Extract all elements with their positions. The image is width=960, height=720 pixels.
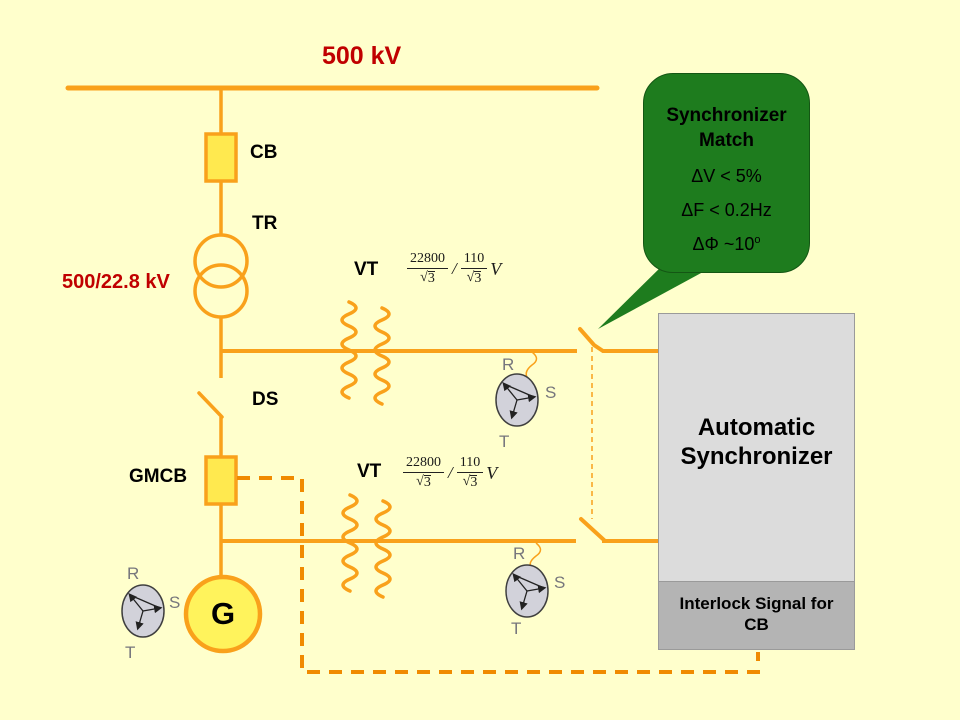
vt-lower-primary-coil — [341, 493, 359, 593]
primary-denominator: √3 — [416, 473, 431, 490]
callout-tail — [598, 262, 714, 329]
sync-switch-upper — [578, 327, 660, 353]
vt-lower-secondary-coil — [374, 499, 392, 599]
voltage-unit: V — [486, 462, 498, 483]
phase-r-label: R — [127, 564, 140, 583]
generator-label: G — [210, 596, 236, 631]
tr-label: TR — [252, 213, 278, 234]
vt-lower-label: VT — [357, 461, 382, 482]
phasor-tap-lower — [529, 542, 542, 569]
vt-upper-ratio-formula: 22800 √3 / 110 √3 V — [407, 252, 501, 286]
phase-r-label: R — [502, 355, 515, 374]
secondary-denominator: √3 — [463, 473, 478, 490]
synchronizer-title-line1: Automatic — [697, 414, 816, 441]
vt-upper-primary-coil — [340, 300, 358, 400]
ratio-slash: / — [448, 463, 453, 482]
primary-denominator: √3 — [420, 269, 435, 286]
phase-s-label: S — [169, 593, 181, 612]
interlock-line2: CB — [744, 615, 769, 634]
phase-t-label: T — [511, 619, 522, 638]
delta-phi-condition: ΔΦ ~10o — [644, 234, 809, 255]
primary-fraction: 22800 √3 — [403, 456, 444, 490]
gmcb-symbol — [204, 455, 238, 506]
phase-s-label: S — [554, 573, 566, 592]
delta-v-condition: ΔV < 5% — [691, 166, 762, 186]
synchronizer-title-line2: Synchronizer — [680, 443, 833, 470]
phase-s-label: S — [545, 383, 557, 402]
secondary-numerator: 110 — [456, 456, 484, 473]
cb-label: CB — [250, 142, 278, 163]
cb-symbol — [204, 132, 238, 183]
voltage-unit: V — [490, 258, 502, 279]
tr-primary-winding — [193, 233, 249, 289]
primary-numerator: 22800 — [407, 252, 448, 269]
synchronizer-match-callout: Synchronizer Match ΔV < 5% ΔF < 0.2Hz ΔΦ… — [643, 73, 810, 273]
radical-sign: √ — [466, 270, 475, 285]
transformer-ratio-label: 500/22.8 kV — [62, 271, 170, 293]
radical-sign: √ — [462, 474, 471, 489]
primary-fraction: 22800 √3 — [407, 252, 448, 286]
phasor-upper — [496, 374, 538, 426]
secondary-fraction: 110 √3 — [460, 252, 488, 286]
synchronizer-box-title: Automatic Synchronizer — [659, 413, 854, 471]
radicand: 3 — [470, 475, 478, 490]
interlock-signal-band: Interlock Signal for CB — [658, 581, 855, 650]
delta-f-condition: ΔF < 0.2Hz — [681, 200, 772, 220]
radical-sign: √ — [416, 474, 424, 489]
sync-switch-lower — [579, 517, 660, 543]
vt-upper-label: VT — [354, 259, 379, 280]
degree-superscript: o — [754, 234, 761, 246]
phasor-generator — [122, 585, 164, 637]
phase-r-label: R — [513, 544, 526, 563]
phasor-lower — [506, 565, 548, 617]
vt-upper-secondary-coil — [373, 306, 391, 406]
phase-t-label: T — [499, 432, 510, 451]
phasor-tap-upper — [525, 351, 538, 380]
secondary-fraction: 110 √3 — [456, 456, 484, 490]
callout-title: Synchronizer Match — [644, 103, 809, 153]
primary-numerator: 22800 — [403, 456, 444, 473]
radicand: 3 — [474, 271, 482, 286]
vt-lower-ratio-formula: 22800 √3 / 110 √3 V — [403, 456, 497, 490]
radical-sign: √ — [420, 270, 428, 285]
gmcb-label: GMCB — [129, 466, 188, 487]
ds-label: DS — [252, 389, 279, 410]
callout-title-line2: Match — [699, 130, 754, 151]
ratio-slash: / — [452, 259, 457, 278]
phase-t-label: T — [125, 643, 136, 662]
tr-secondary-winding — [193, 263, 249, 319]
secondary-numerator: 110 — [460, 252, 488, 269]
secondary-denominator: √3 — [467, 269, 482, 286]
radicand: 3 — [427, 271, 435, 286]
bus-voltage-label: 500 kV — [322, 42, 402, 70]
generator-symbol — [183, 574, 263, 654]
radicand: 3 — [423, 475, 431, 490]
callout-title-line1: Synchronizer — [666, 105, 787, 126]
delta-phi-text: ΔΦ ~10 — [692, 234, 755, 254]
ds-switch-blade — [197, 391, 224, 419]
interlock-line1: Interlock Signal for — [679, 594, 834, 613]
